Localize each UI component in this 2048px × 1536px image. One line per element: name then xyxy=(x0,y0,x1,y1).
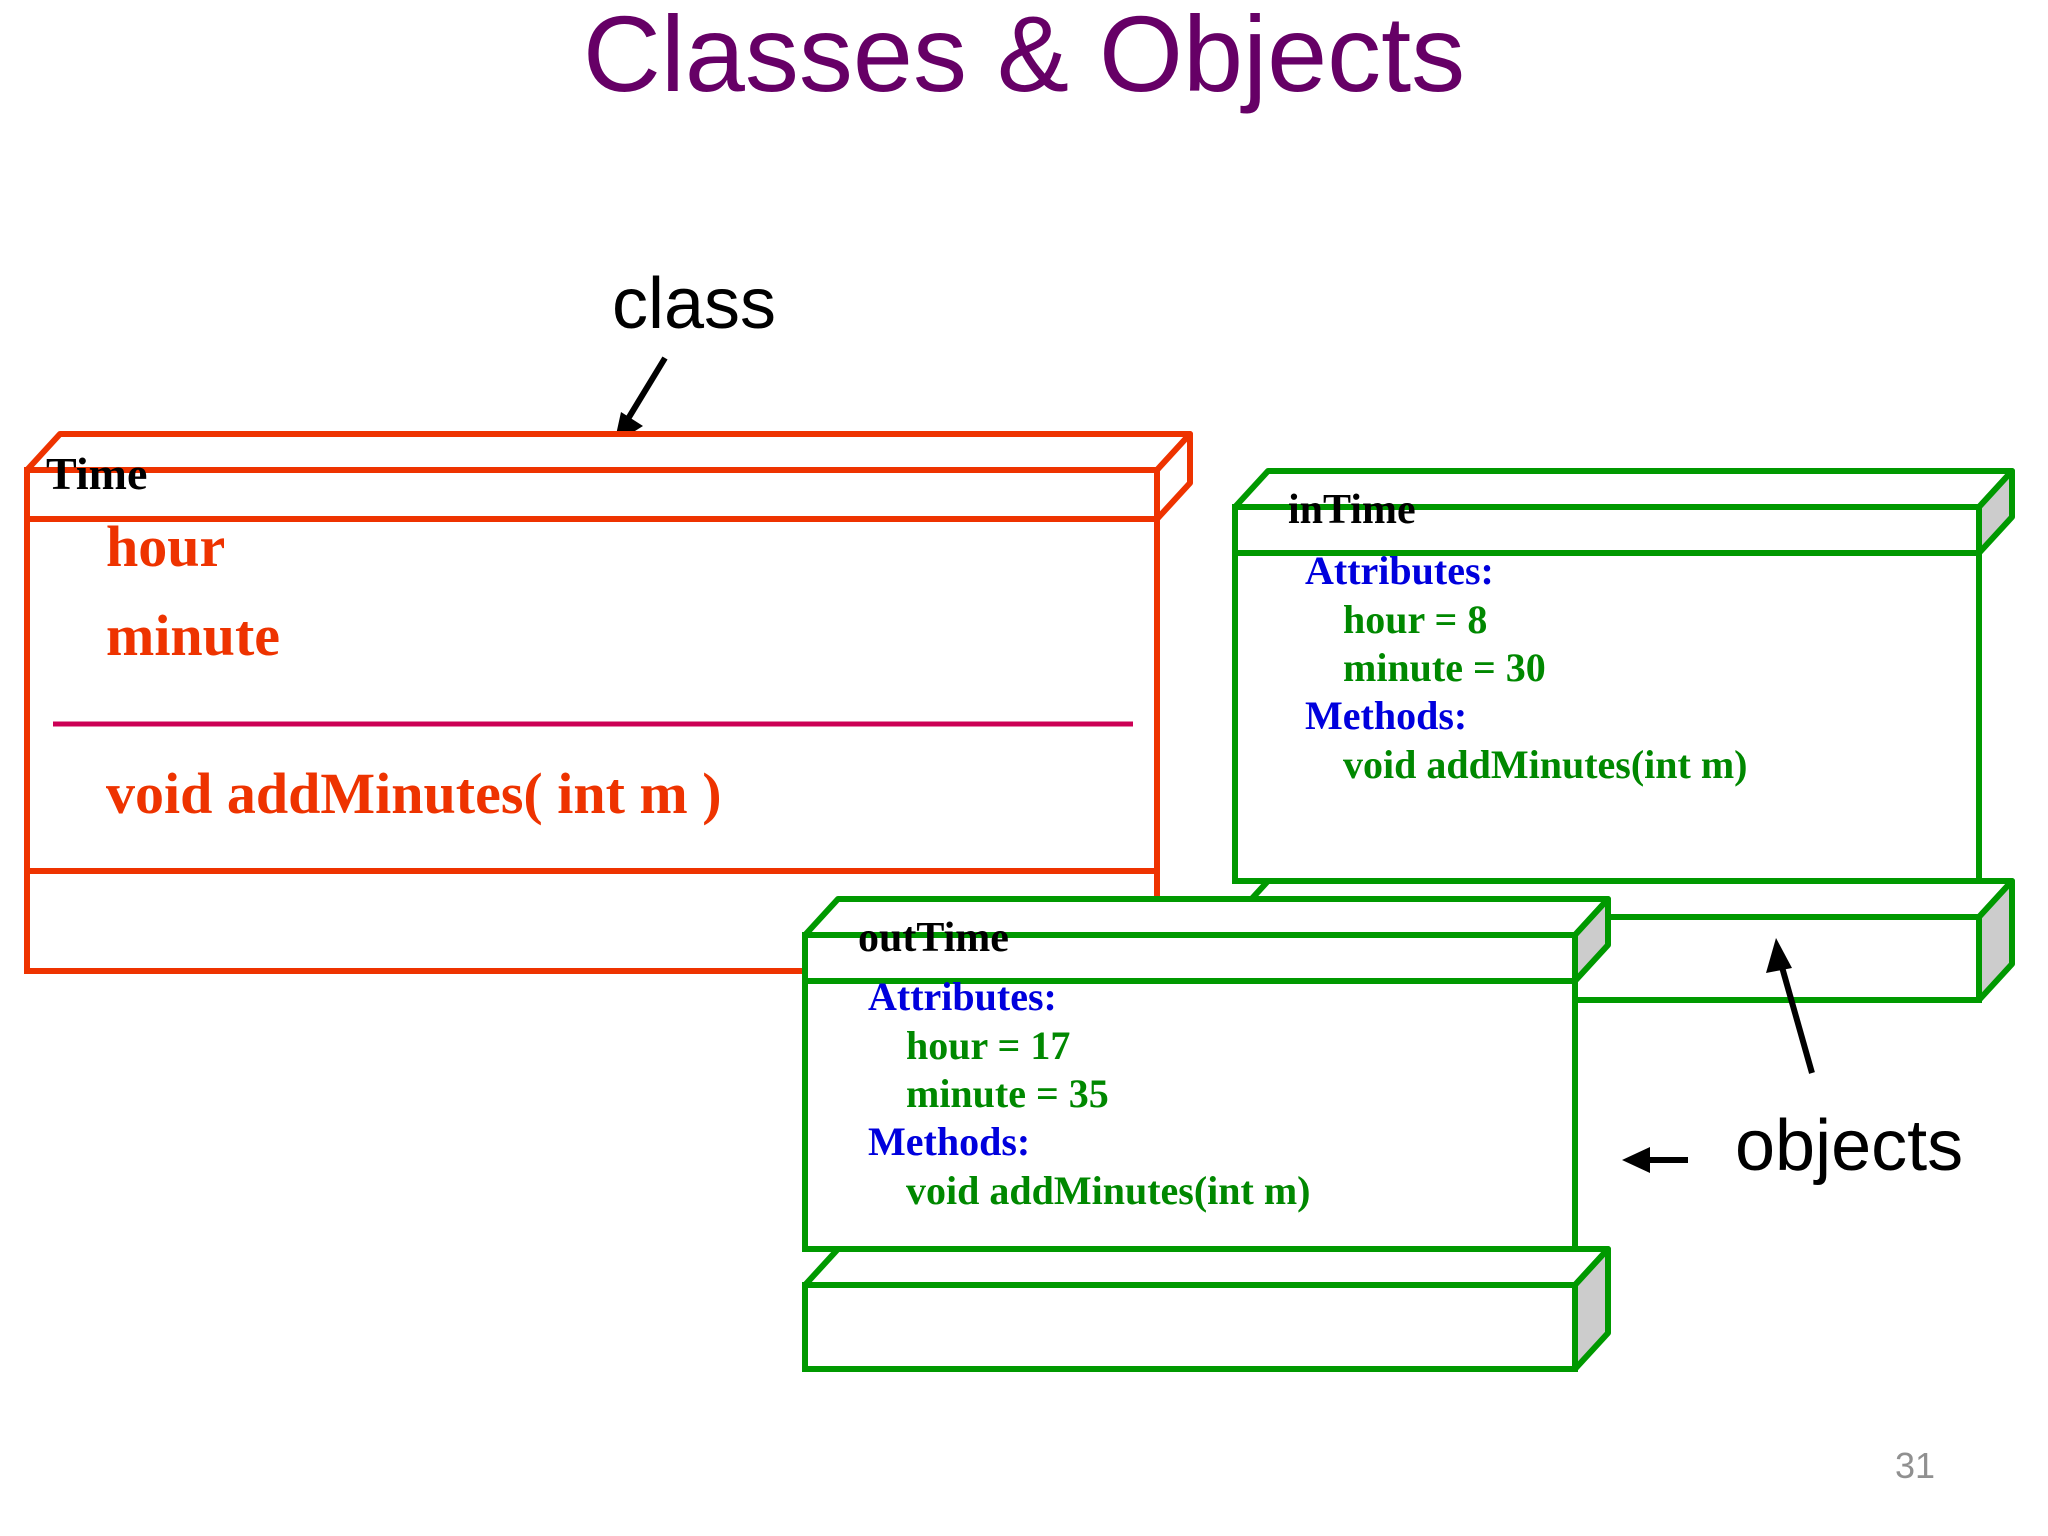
object-attribute: minute = 35 xyxy=(906,1071,1109,1116)
object-attribute: hour = 17 xyxy=(906,1023,1071,1068)
object-attribute: hour = 8 xyxy=(1343,597,1488,642)
callout-label-class: class xyxy=(612,264,777,344)
object-box-outtime xyxy=(802,896,1611,1372)
object-attributes-label: Attributes: xyxy=(1305,548,1494,593)
class-method: void addMinutes( int m ) xyxy=(106,761,722,826)
class-attribute: minute xyxy=(106,603,280,668)
object-attribute: minute = 30 xyxy=(1343,645,1546,690)
page-number: 31 xyxy=(1895,1445,1936,1486)
object-method: void addMinutes(int m) xyxy=(906,1168,1311,1213)
object-method: void addMinutes(int m) xyxy=(1343,742,1748,787)
object-box-name: inTime xyxy=(1288,487,1416,533)
object-attributes-label: Attributes: xyxy=(868,974,1057,1019)
object-box-name: outTime xyxy=(858,915,1009,961)
objects-pointer-arrow-diagonal xyxy=(1766,938,1815,1074)
object-methods-label: Methods: xyxy=(868,1119,1031,1164)
page-title: Classes & Objects xyxy=(582,0,1466,114)
class-attribute: hour xyxy=(106,514,226,579)
objects-pointer-arrow-horizontal xyxy=(1622,1147,1688,1173)
class-box-name: Time xyxy=(46,448,148,499)
callout-label-objects: objects xyxy=(1735,1106,1964,1186)
class-box-time xyxy=(24,431,1193,974)
object-methods-label: Methods: xyxy=(1305,693,1468,738)
